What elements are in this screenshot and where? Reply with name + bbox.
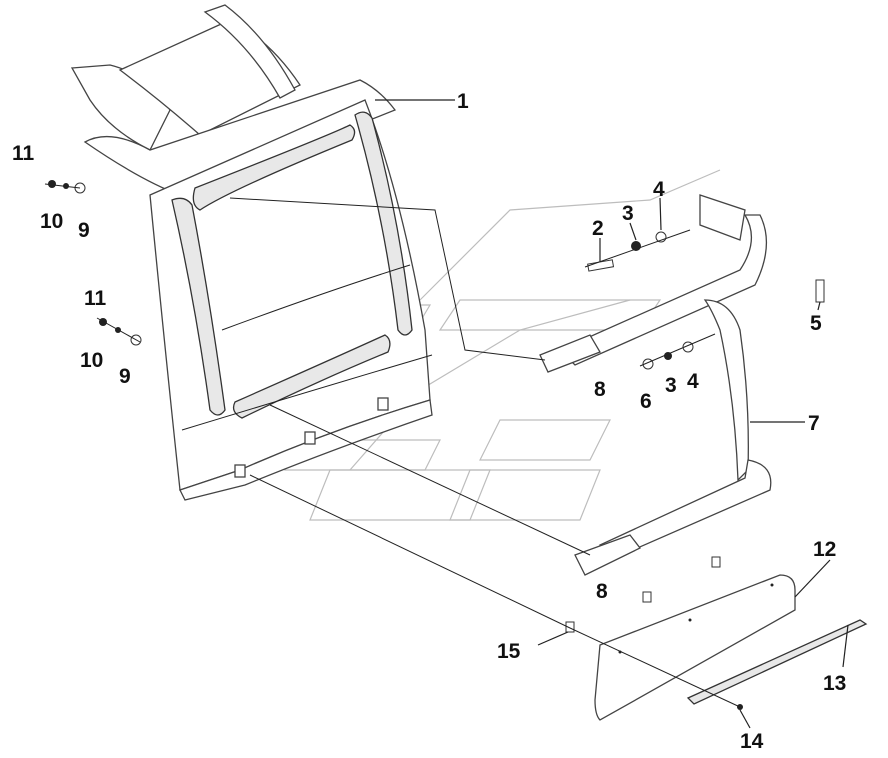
callout-10-upper: 10 — [40, 210, 63, 233]
callout-4-lower: 4 — [687, 370, 699, 393]
callout-10-lower: 10 — [80, 349, 103, 372]
callout-12: 12 — [813, 538, 836, 561]
callout-2: 2 — [592, 217, 604, 240]
callout-5: 5 — [810, 312, 822, 335]
callout-7: 7 — [808, 412, 820, 435]
support-bracket — [539, 194, 772, 576]
callout-15: 15 — [497, 640, 521, 663]
callout-3: 3 — [622, 202, 634, 225]
callout-8-upper: 8 — [594, 378, 606, 401]
fender-panel — [70, 4, 433, 501]
connection-lines — [44, 183, 741, 708]
callout-8-lower: 8 — [596, 580, 608, 603]
callout-11-lower: 11 — [84, 287, 107, 310]
callout-1: 1 — [457, 90, 469, 113]
callout-9-upper: 9 — [78, 219, 90, 242]
callouts: 1 2 3 4 5 3 4 6 7 8 8 9 10 11 9 10 11 12… — [12, 90, 846, 753]
callout-4: 4 — [653, 178, 665, 201]
callout-leaders — [375, 99, 849, 729]
callout-11-upper: 11 — [12, 142, 35, 165]
strip — [686, 619, 868, 705]
callout-6: 6 — [640, 390, 652, 413]
callout-14: 14 — [740, 730, 764, 753]
callout-13: 13 — [823, 672, 846, 695]
callout-9-lower: 9 — [119, 365, 131, 388]
callout-3-lower: 3 — [665, 374, 677, 397]
